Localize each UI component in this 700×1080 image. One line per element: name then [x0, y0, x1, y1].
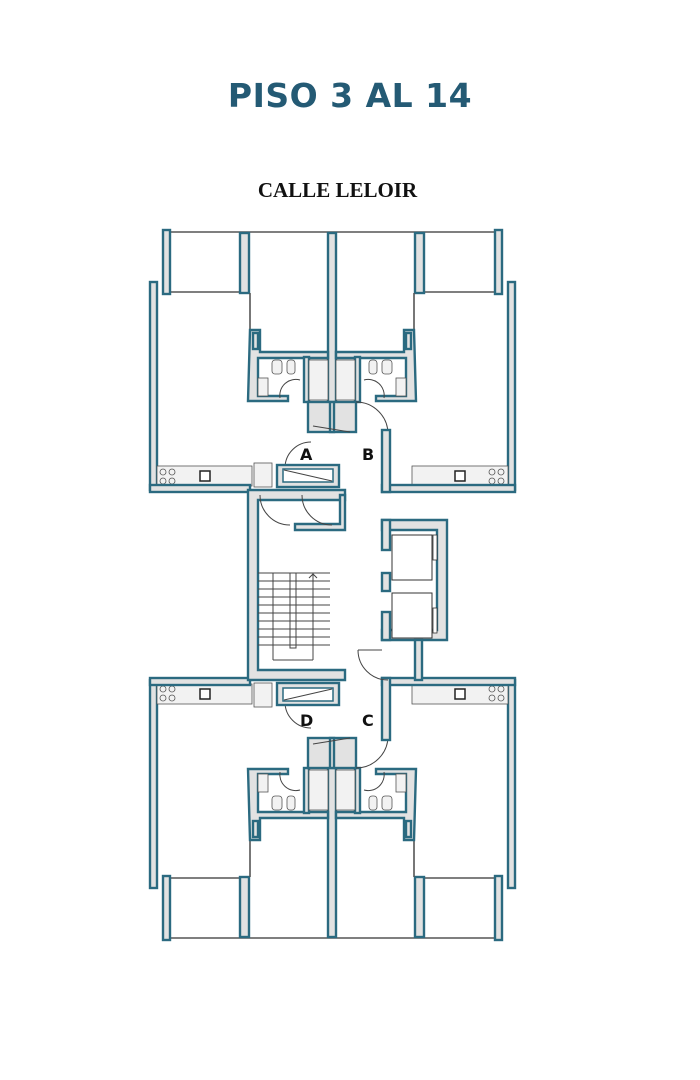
stair-core: [246, 488, 347, 682]
page-title: PISO 3 AL 14: [227, 76, 473, 115]
unit-label-b: B: [362, 445, 374, 464]
upper-units-a-b: [148, 228, 517, 494]
stair-treads: [258, 572, 330, 661]
elevator-core: [357, 518, 449, 682]
lower-units-c-d: [148, 676, 517, 942]
unit-label-c: C: [362, 711, 374, 730]
unit-label-d: D: [300, 711, 313, 730]
unit-label-a: A: [300, 445, 313, 464]
street-label: CALLE LELOIR: [257, 178, 418, 202]
